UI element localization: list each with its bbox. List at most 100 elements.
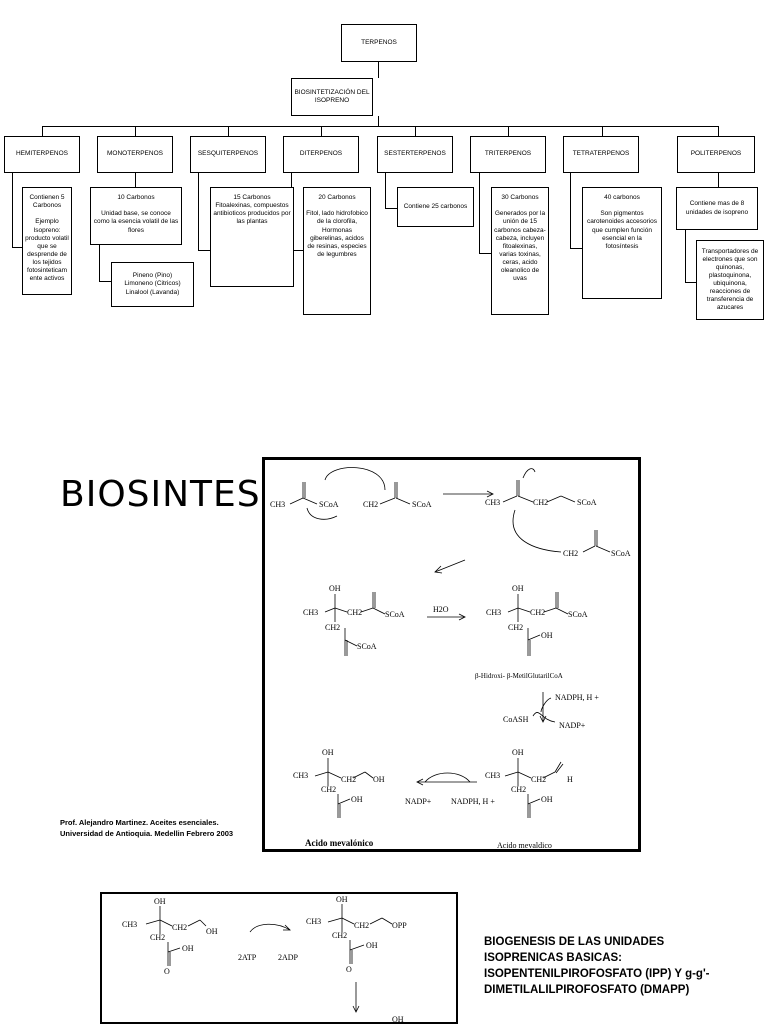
connector (12, 173, 13, 247)
label-scoa: SCoA (577, 498, 597, 507)
label-ch2: CH2 (531, 775, 546, 784)
desc-hemiterpenos: Contienen 5 Carbonos Ejemplo Isopreno: p… (22, 187, 72, 295)
category-hemiterpenos: HEMITERPENOS (4, 136, 80, 173)
horizontal-bus (42, 126, 719, 127)
connector (135, 173, 136, 187)
root-node: TERPENOS (341, 24, 417, 62)
connector (508, 126, 509, 136)
label-nadph: NADPH, H + (555, 693, 599, 702)
label-oh: OH (373, 775, 385, 784)
examples-text: Pineno (Pino) Limoneno (Citricos) Linalo… (124, 272, 181, 296)
label-ch3: CH3 (306, 917, 321, 926)
connector (321, 126, 322, 136)
desc-text: 30 Carbonos Generados por la unión de 15… (494, 194, 546, 283)
connector (378, 62, 379, 78)
desc-text: 10 Carbonos Unidad base, se conoce como … (93, 194, 179, 234)
label-scoa: SCoA (412, 500, 432, 509)
label-ch3: CH3 (293, 771, 308, 780)
label-ch2: CH2 (341, 775, 356, 784)
desc-tetraterpenos: 40 carbonos Son pigmentos carotenoides a… (582, 187, 662, 299)
label-scoa: SCoA (357, 642, 377, 651)
credit-line-1: Prof. Alejandro Martinez. Aceites esenci… (60, 818, 219, 827)
label-oh: OH (366, 941, 378, 950)
connector (198, 250, 210, 251)
desc-sesquiterpenos: 15 Carbonos Fitoalexinas, compuestos ant… (210, 187, 294, 287)
label-ch2: CH2 (325, 623, 340, 632)
connector (291, 250, 303, 251)
label-ch2: CH2 (511, 785, 526, 794)
connector (570, 173, 571, 248)
category-label: SESTERTERPENOS (384, 150, 446, 158)
category-tetraterpenos: TETRATERPENOS (563, 136, 639, 173)
desc-triterpenos: 30 Carbonos Generados por la unión de 15… (491, 187, 549, 315)
label-h: H (567, 775, 573, 784)
connector (385, 173, 386, 208)
label-ch3: CH3 (303, 608, 318, 617)
label-oh: OH (329, 584, 341, 593)
category-politerpenos: POLITERPENOS (677, 136, 755, 173)
root-label: TERPENOS (361, 38, 397, 46)
category-monoterpenos: MONOTERPENOS (97, 136, 173, 173)
label-mevaldic-acid: Acido mevaldico (497, 841, 552, 849)
connector (718, 126, 719, 136)
connector (385, 208, 397, 209)
connector (378, 116, 379, 126)
category-sesterterpenos: SESTERTERPENOS (377, 136, 453, 173)
label-hmg-coa: β-Hidroxi- β-MetilGlutarilCoA (475, 672, 563, 680)
section-title: BIOSINTESI (60, 474, 273, 515)
biosynthesis-node: BIOSINTETIZACIÓN DEL ISOPRENO (291, 78, 373, 116)
label-oh: OH (512, 748, 524, 757)
connector (99, 281, 111, 282)
label-h2o: H2O (433, 605, 449, 614)
category-sesquiterpenos: SESQUITERPENOS (190, 136, 266, 173)
desc-diterpenos: 20 Carbonos Fitol, lado hidrofobico de l… (303, 187, 371, 315)
connector (12, 247, 22, 248)
label-ch2: CH2 (533, 498, 548, 507)
desc-text: 15 Carbonos Fitoalexinas, compuestos ant… (213, 194, 291, 226)
connector (602, 126, 603, 136)
connector (415, 126, 416, 136)
ipp-pathway-drawing: OH CH3 CH2 OH CH2 OH O 2ATP 2ADP OH CH3 … (122, 895, 407, 1024)
label-o: O (346, 965, 352, 974)
label-oh: OH (154, 897, 166, 906)
label-scoa: SCoA (611, 549, 631, 558)
biogenesis-heading: BIOGENESIS DE LAS UNIDADES ISOPRENICAS B… (484, 936, 710, 997)
label-oh: OH (541, 631, 553, 640)
label-nadp: NADP+ (559, 721, 586, 730)
label-ch2: CH2 (354, 921, 369, 930)
label-mevalonic-acid: Acido mevalónico (305, 838, 374, 848)
desc-text: Contienen 5 Carbonos Ejemplo Isopreno: p… (25, 194, 69, 283)
label-nadp: NADP+ (405, 797, 432, 806)
category-diterpenos: DITERPENOS (283, 136, 359, 173)
label-scoa: SCoA (568, 610, 588, 619)
label-ch2: CH2 (508, 623, 523, 632)
label-nadph: NADPH, H + (451, 797, 495, 806)
reaction-scheme-ipp: OH CH3 CH2 OH CH2 OH O 2ATP 2ADP OH CH3 … (100, 892, 458, 1024)
label-oh: OH (541, 795, 553, 804)
label-ch3: CH3 (485, 771, 500, 780)
label-ch2: CH2 (363, 500, 378, 509)
label-ch2: CH2 (563, 549, 578, 558)
label-oh: OH (336, 895, 348, 904)
desc-text: 20 Carbonos Fitol, lado hidrofobico de l… (306, 194, 368, 258)
examples-politerpenos: Transportadores de electrones que son qu… (696, 240, 764, 320)
label-ch2: CH2 (332, 931, 347, 940)
desc-text: Contiene 25 carbonos (403, 202, 468, 210)
credit: Prof. Alejandro Martinez. Aceites esenci… (60, 818, 260, 840)
biosynthesis-label: BIOSINTETIZACIÓN DEL ISOPRENO (294, 88, 370, 104)
label-ch2: CH2 (530, 608, 545, 617)
category-label: SESQUITERPENOS (197, 150, 259, 158)
desc-text: Contiene mas de 8 unidades de isopreno (685, 200, 749, 216)
desc-sesterterpenos: Contiene 25 carbonos (397, 187, 474, 227)
connector (685, 282, 696, 283)
label-coash: CoASH (503, 715, 529, 724)
examples-text: Transportadores de electrones que son qu… (701, 247, 759, 312)
category-label: POLITERPENOS (690, 150, 742, 158)
credit-line-2: Universidad de Antioquia. Medellin Febre… (60, 828, 234, 838)
label-ch2: CH2 (150, 933, 165, 942)
category-triterpenos: TRITERPENOS (470, 136, 546, 173)
label-scoa: SCoA (385, 610, 405, 619)
connector (135, 126, 136, 136)
label-oh: OH (206, 927, 218, 936)
label-oh: OH (182, 944, 194, 953)
